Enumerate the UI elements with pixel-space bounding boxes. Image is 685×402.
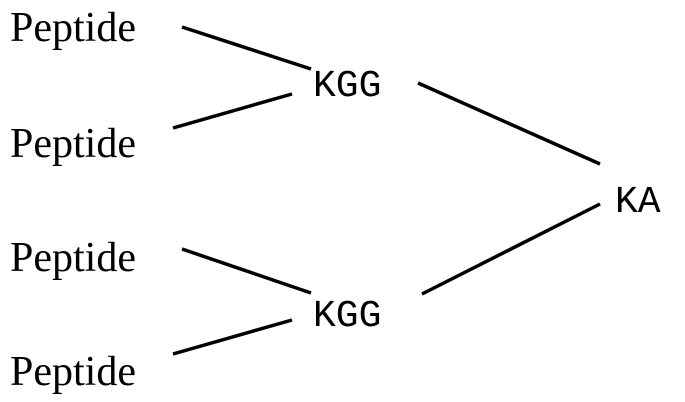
edge-peptide-1-to-kgg-1 — [182, 27, 311, 69]
peptide-label-4: Peptide — [10, 349, 136, 395]
peptide-label-3: Peptide — [10, 235, 136, 281]
edge-peptide-2-to-kgg-1 — [173, 94, 292, 128]
peptide-label-2: Peptide — [10, 121, 136, 167]
edge-peptide-3-to-kgg-2 — [182, 249, 311, 293]
kgg-node-label-1: KGG — [313, 65, 381, 108]
kgg-node-label-2: KGG — [313, 295, 381, 338]
edge-kgg-1-to-ka — [418, 83, 600, 164]
edge-kgg-2-to-ka — [422, 204, 600, 294]
peptide-label-1: Peptide — [10, 5, 136, 51]
edge-peptide-4-to-kgg-2 — [173, 320, 292, 354]
ka-root-label: KA — [615, 181, 661, 224]
